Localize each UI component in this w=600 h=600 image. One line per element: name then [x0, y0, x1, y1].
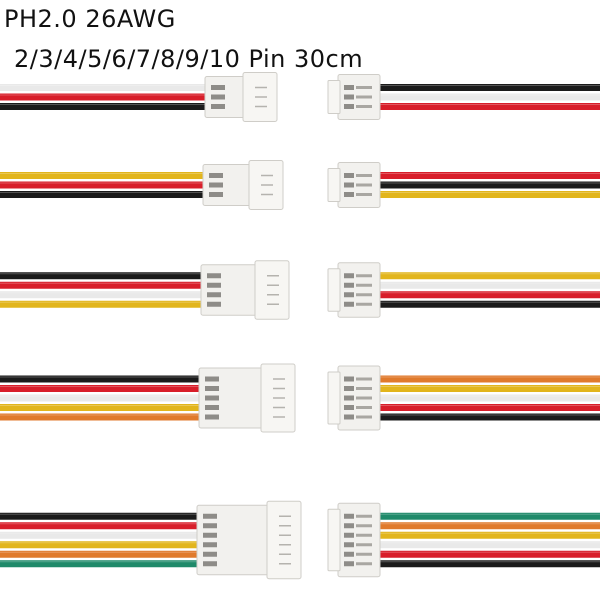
- cable-5pin-right-contact: [356, 415, 372, 419]
- cable-6pin-right-contact: [356, 533, 372, 537]
- cable-5pin-left-pin: [205, 395, 219, 401]
- cable-4pin-right-contact: [356, 283, 372, 287]
- cable-4pin-right-pin: [344, 292, 354, 298]
- cable-4pin-left-pin: [207, 273, 221, 279]
- cable-2pin-right-connector-lip: [327, 80, 341, 114]
- cable-2pin-right-pin: [344, 85, 354, 90]
- cable-6pin-right-pin: [344, 513, 354, 519]
- cable-5pin-right-pin: [344, 414, 354, 420]
- cable-2pin-right-contact: [356, 95, 372, 99]
- cable-6pin-left-pin: [203, 513, 217, 519]
- cable-5pin-right-contact: [356, 377, 372, 381]
- cable-3pin-right-pin: [344, 173, 354, 178]
- cable-2pin-right-contact: [356, 86, 372, 89]
- cable-5pin-left-pin: [205, 414, 219, 420]
- cable-6pin-right-contact: [356, 552, 372, 556]
- cable-5pin-right-pin: [344, 376, 354, 382]
- cable-5pin-right-pin: [344, 395, 354, 401]
- cable-4pin-right-pin: [344, 273, 354, 279]
- product-subtitle: 2/3/4/5/6/7/8/9/10 Pin 30cm: [14, 45, 364, 73]
- cable-4pin-left-connector: [200, 264, 260, 316]
- cable-3pin-left-pin: [209, 173, 223, 178]
- cable-4pin-right-contact: [356, 274, 372, 278]
- cable-2pin-left-pin: [211, 104, 225, 109]
- cable-5pin-left-pin: [205, 376, 219, 382]
- cable-3pin-right-contact: [356, 193, 372, 196]
- cable-6pin-left-pin: [203, 561, 217, 567]
- cable-4pin-left-connector-face: [254, 260, 290, 320]
- cable-4pin-left-pin: [207, 292, 221, 298]
- cable-6pin-right-contact: [356, 514, 372, 518]
- cable-3pin-right-pin: [344, 192, 354, 197]
- cable-5pin-right-pin: [344, 386, 354, 391]
- cable-2pin-left-pin: [211, 94, 225, 100]
- cable-2pin-left-pin: [211, 85, 225, 90]
- cable-6pin-left-connector-face: [266, 500, 302, 580]
- cable-4pin-right-pin: [344, 282, 354, 288]
- cable-4pin-right-contact: [356, 302, 372, 306]
- cable-6pin-right-pin: [344, 561, 354, 567]
- cable-3pin-left-pin: [209, 182, 223, 188]
- cable-4pin-left-pin: [207, 282, 221, 288]
- cable-4pin-left-pin: [207, 301, 221, 307]
- cable-5pin-left-pin: [205, 386, 219, 391]
- cable-2pin-right-pin: [344, 104, 354, 109]
- cable-6pin-right-pin: [344, 532, 354, 538]
- cable-6pin-left-pin: [203, 523, 217, 529]
- product-title: PH2.0 26AWG: [4, 5, 176, 33]
- cable-6pin-right-connector-lip: [327, 508, 341, 572]
- cable-6pin-right-contact: [356, 543, 372, 547]
- cable-5pin-right-contact: [356, 396, 372, 400]
- cable-3pin-right-connector-lip: [327, 168, 341, 202]
- cable-3pin-left-pin: [209, 192, 223, 197]
- cable-2pin-right-contact: [356, 105, 372, 108]
- cable-5pin-right-contact: [356, 387, 372, 390]
- cable-6pin-left-pin: [203, 542, 217, 548]
- cable-3pin-right-pin: [344, 182, 354, 188]
- cable-4pin-right-pin: [344, 301, 354, 307]
- cable-5pin-right-contact: [356, 406, 372, 409]
- cable-5pin-left-pin: [205, 405, 219, 410]
- cable-5pin-right-pin: [344, 405, 354, 410]
- cable-6pin-right-contact: [356, 524, 372, 528]
- cable-6pin-left-pin: [203, 551, 217, 557]
- cable-6pin-left-pin: [203, 532, 217, 538]
- cable-3pin-right-contact: [356, 174, 372, 177]
- cable-6pin-right-pin: [344, 551, 354, 557]
- cable-3pin-right-contact: [356, 183, 372, 187]
- cable-4pin-right-connector-lip: [327, 268, 341, 312]
- cable-6pin-right-pin: [344, 523, 354, 529]
- cable-6pin-right-pin: [344, 542, 354, 548]
- cable-4pin-right-connector: [337, 262, 381, 318]
- cable-4pin-right-contact: [356, 293, 372, 297]
- cable-5pin-right-connector-lip: [327, 371, 341, 425]
- cable-2pin-right-pin: [344, 94, 354, 100]
- cable-6pin-right-contact: [356, 562, 372, 566]
